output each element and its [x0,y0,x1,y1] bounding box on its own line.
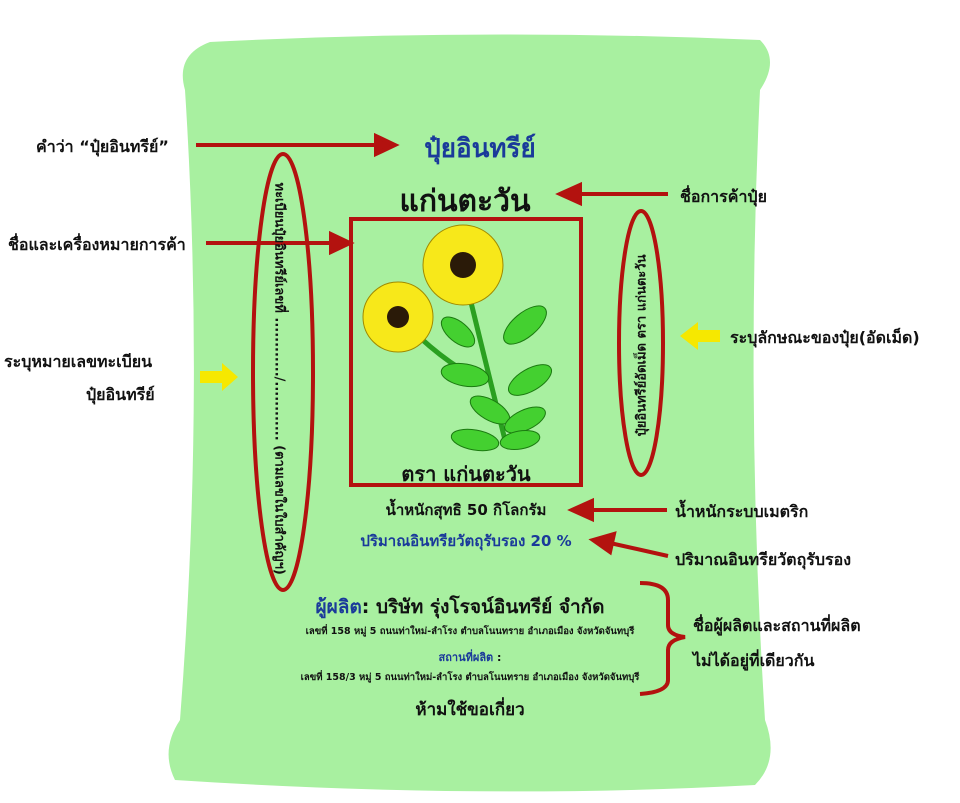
annotation-weight: น้ำหนักระบบเมตริก [675,502,809,521]
producer-line: ผู้ผลิต: บริษัท รุ่งโรจน์อินทรีย์ จำกัด [290,592,630,622]
trade-name: แก่นตะวัน [399,184,531,219]
annotation-characteristic: ระบุลักษณะของปุ๋ย(อัดเม็ด) [730,328,920,347]
net-weight: น้ำหนักสุทธิ 50 กิโลกรัม [385,501,547,519]
annotation-registration-2: ปุ๋ยอินทรีย์ [86,385,155,404]
annotation-trademark: ชื่อและเครื่องหมายการค้า [8,235,186,254]
organic-matter: ปริมาณอินทรียวัตถุรับรอง 20 % [360,532,572,550]
trademark-frame [349,217,583,487]
site-address: เลขที่ 158/3 หมู่ 5 ถนนท่าใหม่-ลำโรง ตำบ… [300,672,640,683]
annotation-producer-2: ไม่ได้อยู่ที่เดียวกัน [693,651,815,670]
annotation-producer-1: ชื่อผู้ผลิตและสถานที่ผลิต [693,616,861,635]
producer-label: ผู้ผลิต [315,596,362,618]
warning-text: ห้ามใช้ขอเกี่ยว [415,700,525,720]
producer-address: เลขที่ 158 หมู่ 5 ถนนท่าใหม่-ลำโรง ตำบลโ… [305,626,635,637]
producer-name: : บริษัท รุ่งโรจน์อินทรีย์ จำกัด [361,596,605,618]
producer-brace [639,581,686,696]
arrow-registration [200,363,238,391]
characteristic-oval [617,209,665,477]
characteristic-text: ปุ๋ยอินทรีย์อัดเม็ด ตรา แก่นตะวัน [634,254,650,437]
arrow-characteristic [680,322,720,350]
registration-number: ทะเบียนปุ๋ยอินทรีย์เลขที่ ............/.… [271,182,287,575]
sunflower-icon [362,224,552,452]
annotation-trade-name: ชื่อการค้าปุ๋ย [680,187,767,206]
site-line: สถานที่ผลิต : [270,648,670,666]
annotation-organic: ปริมาณอินทรียวัตถุรับรอง [675,550,852,569]
arrow-organic [609,541,669,558]
fertilizer-bag [168,34,771,792]
brand-line: ตรา แก่นตะวัน [401,462,531,486]
registration-oval [251,152,315,592]
site-colon: : [493,651,502,664]
annotation-word: คำว่า “ปุ๋ยอินทรีย์” [36,137,169,156]
annotation-registration-1: ระบุหมายเลขทะเบียน [4,352,153,371]
type-word: ปุ๋ยอินทรีย์ [424,134,536,164]
site-label: สถานที่ผลิต [438,651,494,664]
